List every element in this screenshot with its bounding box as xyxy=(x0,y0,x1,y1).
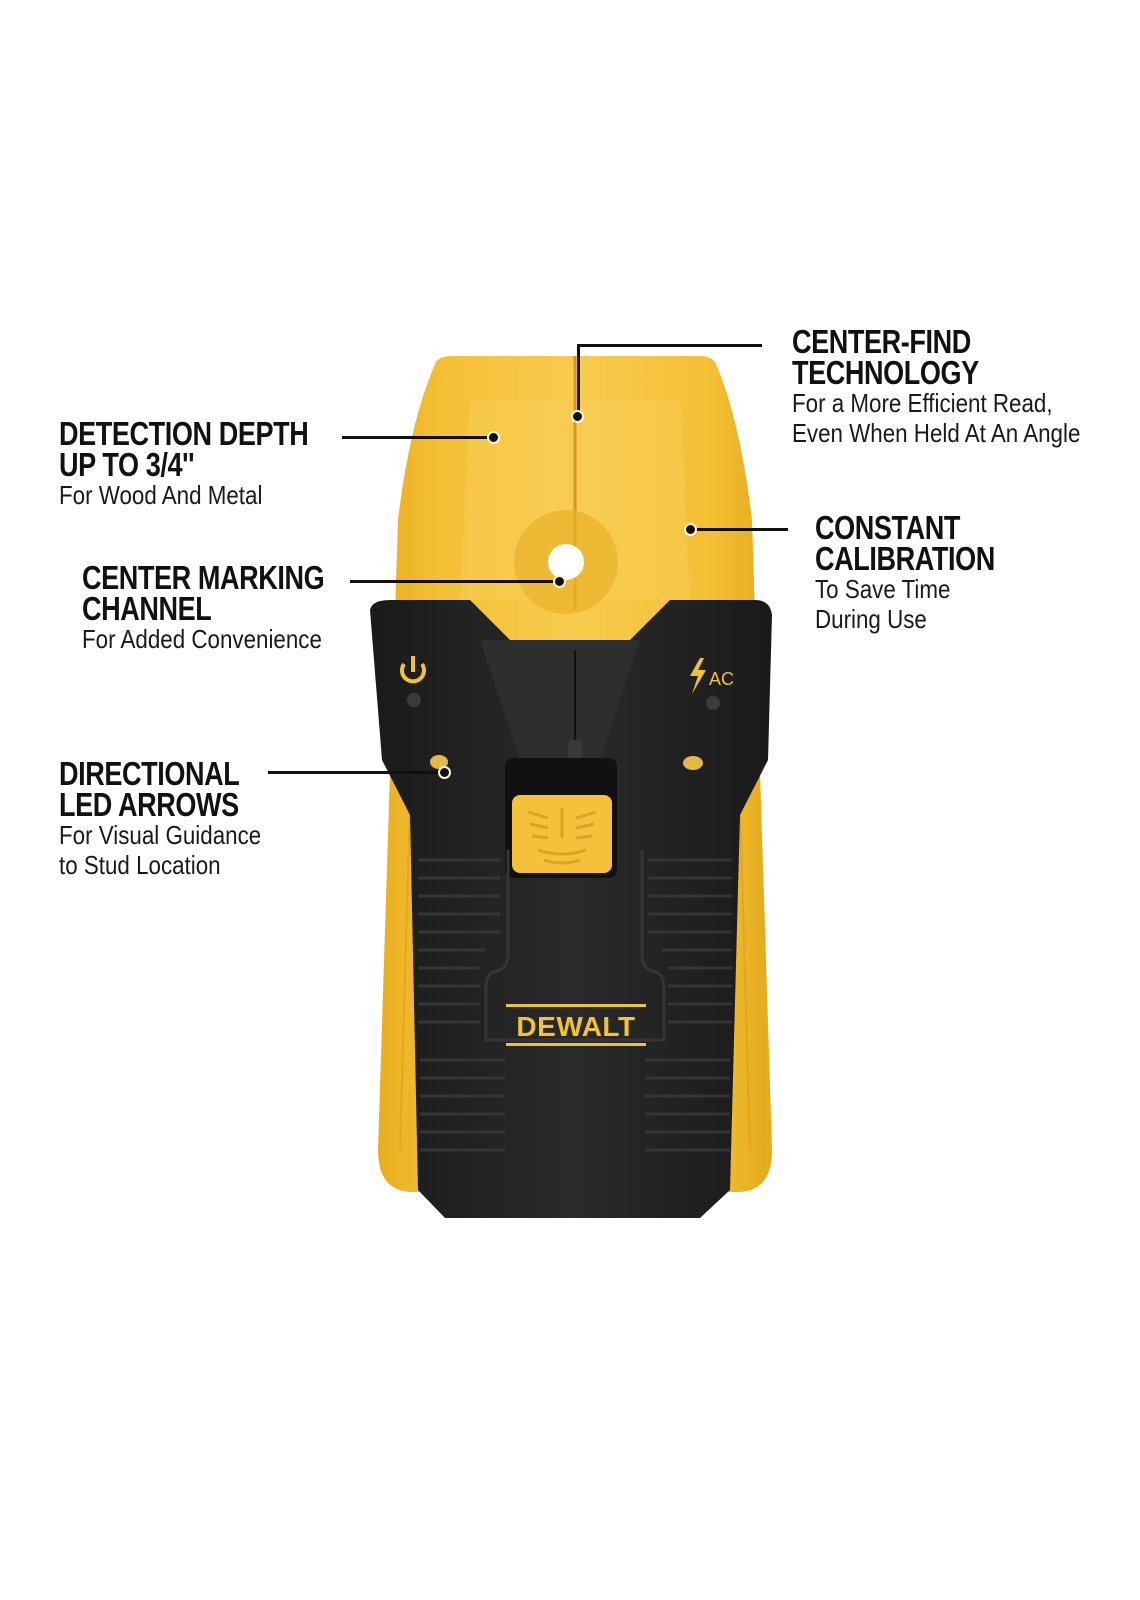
leader-center-find-h xyxy=(578,344,762,347)
callout-subtitle: For Wood And Metal xyxy=(59,480,263,510)
callout-title: TECHNOLOGY xyxy=(792,354,979,391)
callout-directional-led: DIRECTIONAL LED ARROWS For Visual Guidan… xyxy=(59,755,294,880)
callout-title: CENTER-FIND xyxy=(792,323,971,360)
callout-subtitle: To Save Time xyxy=(815,574,951,604)
callout-center-find: CENTER-FIND TECHNOLOGY For a More Effici… xyxy=(792,323,1127,448)
leader-center-marking xyxy=(350,580,558,583)
leader-dot xyxy=(438,766,451,779)
callout-title: CHANNEL xyxy=(82,590,212,627)
leader-constant-calibration xyxy=(690,528,788,531)
callout-title: LED ARROWS xyxy=(59,786,239,823)
leader-dot xyxy=(553,575,566,588)
callout-subtitle: For Visual Guidance xyxy=(59,820,262,850)
callout-title: CENTER MARKING xyxy=(82,559,325,596)
leader-detection-depth xyxy=(342,436,494,439)
callout-title: CALIBRATION xyxy=(815,540,995,577)
leader-directional-led xyxy=(268,771,444,774)
callout-title: CONSTANT xyxy=(815,509,961,546)
ac-voltage-icon xyxy=(690,658,706,694)
leader-dot xyxy=(571,410,584,423)
stud-scan-button-icon xyxy=(527,808,597,865)
callout-subtitle: to Stud Location xyxy=(59,850,221,880)
leader-dot xyxy=(684,523,697,536)
callout-subtitle: Even When Held At An Angle xyxy=(792,418,1081,448)
callout-title: DETECTION DEPTH xyxy=(59,415,309,452)
callout-title: UP TO 3/4'' xyxy=(59,446,195,483)
callout-subtitle: For Added Convenience xyxy=(82,624,322,654)
callout-title: DIRECTIONAL xyxy=(59,755,240,792)
leader-center-find-v xyxy=(577,344,580,414)
callout-subtitle: During Use xyxy=(815,604,927,634)
power-icon xyxy=(400,656,426,684)
leader-dot xyxy=(487,431,500,444)
callout-center-marking: CENTER MARKING CHANNEL For Added Conveni… xyxy=(82,559,378,654)
brand-logo: DEWALT xyxy=(516,1011,635,1042)
ac-label: AC xyxy=(709,669,734,689)
callout-detection-depth: DETECTION DEPTH UP TO 3/4'' For Wood And… xyxy=(59,415,363,510)
callout-constant-calibration: CONSTANT CALIBRATION To Save Time During… xyxy=(815,509,1034,634)
callout-subtitle: For a More Efficient Read, xyxy=(792,388,1053,418)
